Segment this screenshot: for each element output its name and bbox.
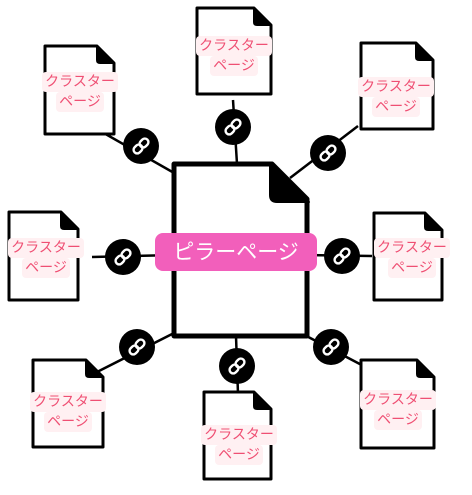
cluster-label-line2: ページ: [372, 97, 420, 117]
cluster-page-label: クラスター ページ: [184, 36, 284, 76]
cluster-label-line1: クラスター: [358, 77, 434, 97]
cluster-label-line1: クラスター: [8, 238, 84, 258]
cluster-page-label: クラスター ページ: [30, 72, 130, 112]
cluster-label-line2: ページ: [44, 412, 92, 432]
cluster-label-line1: クラスター: [360, 390, 436, 410]
cluster-label-line2: ページ: [56, 92, 104, 112]
cluster-label-line2: ページ: [374, 410, 422, 430]
cluster-label-line1: クラスター: [201, 425, 277, 445]
pillar-page-label: ピラーページ: [155, 233, 317, 271]
chain-link-icon: [123, 128, 159, 164]
chain-link-icon: [119, 329, 155, 365]
cluster-page-label: クラスター ページ: [348, 390, 448, 430]
chain-link-icon: [313, 329, 349, 365]
cluster-label-line2: ページ: [22, 258, 70, 278]
cluster-label-line2: ページ: [210, 56, 258, 76]
cluster-page-label: クラスター ページ: [0, 238, 92, 278]
cluster-page-label: クラスター ページ: [189, 425, 289, 465]
cluster-page-label: クラスター ページ: [346, 77, 446, 117]
cluster-label-line1: クラスター: [374, 238, 450, 258]
chain-link-icon: [215, 109, 251, 145]
cluster-label-line1: クラスター: [30, 392, 106, 412]
chain-link-icon: [310, 135, 346, 171]
cluster-label-line2: ページ: [215, 445, 263, 465]
chain-link-icon: [105, 239, 141, 275]
cluster-label-line1: クラスター: [196, 36, 272, 56]
cluster-page-label: クラスター ページ: [362, 238, 462, 278]
chain-link-icon: [324, 238, 360, 274]
cluster-page-label: クラスター ページ: [18, 392, 118, 432]
cluster-label-line1: クラスター: [42, 72, 118, 92]
cluster-label-line2: ページ: [388, 258, 436, 278]
chain-link-icon: [219, 348, 255, 384]
